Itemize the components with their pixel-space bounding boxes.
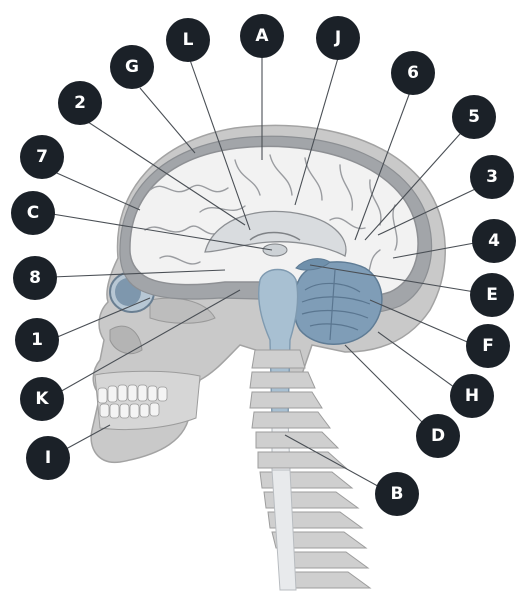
callout-D: D: [416, 414, 460, 458]
svg-text:D: D: [431, 426, 445, 446]
callout-J: J: [316, 16, 360, 60]
svg-text:K: K: [35, 389, 49, 409]
callout-L: L: [166, 18, 210, 62]
callout-F: F: [466, 324, 510, 368]
callout-K: K: [20, 377, 64, 421]
callout-1: 1: [15, 318, 59, 362]
svg-text:3: 3: [486, 167, 498, 187]
svg-text:G: G: [125, 57, 139, 77]
callout-2: 2: [58, 81, 102, 125]
cerebellum: [294, 259, 382, 345]
callout-B: B: [375, 472, 419, 516]
callout-I: I: [26, 436, 70, 480]
svg-text:6: 6: [407, 63, 419, 83]
callout-5: 5: [452, 95, 496, 139]
callout-G: G: [110, 45, 154, 89]
svg-text:7: 7: [36, 147, 48, 167]
callout-C: C: [11, 191, 55, 235]
svg-text:J: J: [334, 28, 341, 48]
svg-text:L: L: [183, 30, 194, 50]
callout-4: 4: [472, 219, 516, 263]
callout-E: E: [470, 273, 514, 317]
callout-3: 3: [470, 155, 514, 199]
svg-text:1: 1: [31, 330, 43, 350]
callout-A: A: [240, 14, 284, 58]
svg-text:E: E: [486, 285, 498, 305]
svg-text:5: 5: [468, 107, 480, 127]
cervical-vertebrae: [250, 350, 370, 588]
callout-7: 7: [20, 135, 64, 179]
svg-text:2: 2: [74, 93, 86, 113]
svg-text:4: 4: [488, 231, 500, 251]
svg-text:I: I: [45, 448, 51, 468]
svg-text:8: 8: [29, 268, 41, 288]
svg-text:H: H: [465, 386, 479, 406]
callout-H: H: [450, 374, 494, 418]
svg-text:C: C: [27, 203, 39, 223]
svg-text:F: F: [482, 336, 494, 356]
callout-6: 6: [391, 51, 435, 95]
callout-8: 8: [13, 256, 57, 300]
svg-text:B: B: [391, 484, 404, 504]
svg-text:A: A: [255, 26, 269, 46]
